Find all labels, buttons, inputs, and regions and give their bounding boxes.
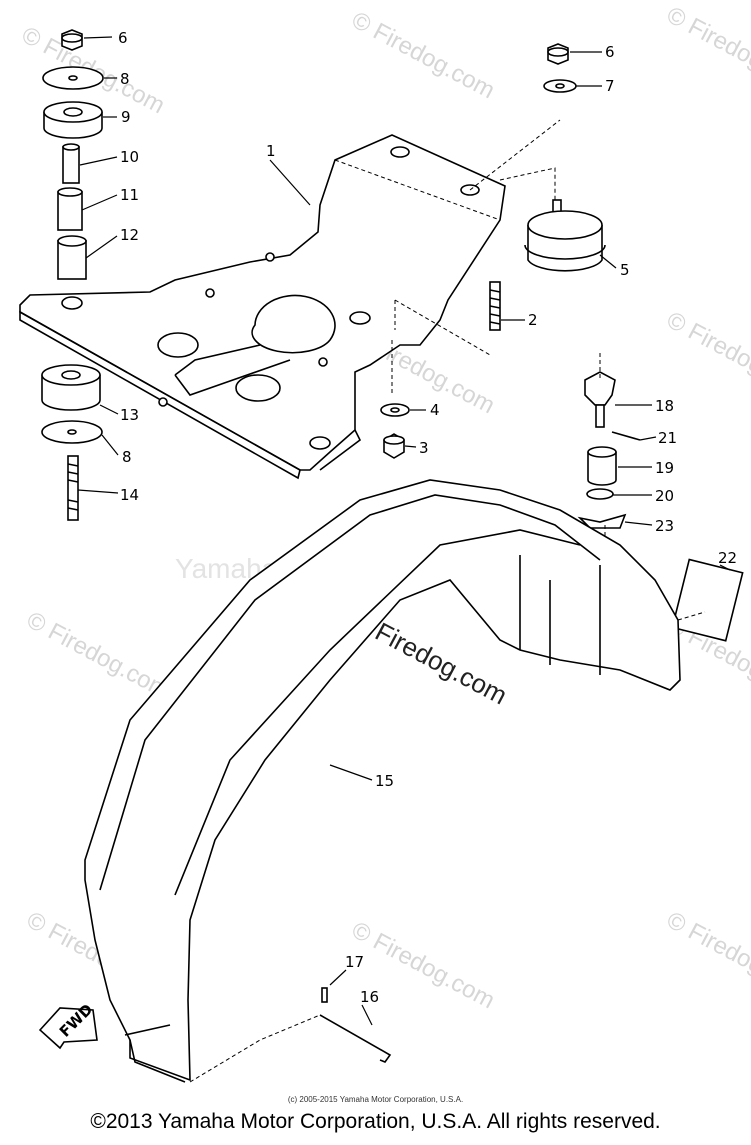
label-10: 10: [120, 148, 139, 166]
label-8-bottom: 8: [122, 448, 132, 466]
watermark-top-right: © Firedog.com: [662, 1, 751, 99]
fender-bolt-clip: [319, 987, 392, 1063]
label-11: 11: [120, 186, 139, 204]
label-7: 7: [605, 77, 615, 95]
label-1: 1: [266, 142, 276, 160]
left-lower-stack: [41, 364, 103, 521]
label-21: 21: [658, 429, 677, 447]
watermark-right-3: © Firedog.com: [662, 906, 751, 1004]
label-6-right: 6: [605, 43, 615, 61]
label-15: 15: [375, 772, 394, 790]
label-12: 12: [120, 226, 139, 244]
label-14: 14: [120, 486, 139, 504]
label-9: 9: [121, 108, 131, 126]
label-13: 13: [120, 406, 139, 424]
label-2: 2: [528, 311, 538, 329]
label-4: 4: [430, 401, 440, 419]
leader-lines: [77, 36, 731, 1083]
watermark-top-mid: © Firedog.com: [347, 6, 499, 104]
label-3: 3: [419, 439, 429, 457]
washer-nut-group: [380, 403, 410, 459]
right-lower-parts: [577, 371, 744, 642]
footer-copyright: ©2013 Yamaha Motor Corporation, U.S.A. A…: [90, 1110, 661, 1133]
part-number-labels: 6 8 9 10 11 12 1 6 7 5 2 4 3 13 8 14 18 …: [118, 29, 737, 1006]
stud-2: [489, 281, 501, 331]
label-17: 17: [345, 953, 364, 971]
label-8-top: 8: [120, 70, 130, 88]
label-16: 16: [360, 988, 379, 1006]
watermark-right-1: © Firedog.com: [662, 306, 751, 404]
left-upper-stack: [42, 29, 104, 280]
label-5: 5: [620, 261, 630, 279]
label-6-left: 6: [118, 29, 128, 47]
right-upper-nut: [543, 43, 577, 93]
label-20: 20: [655, 487, 674, 505]
watermark-left-1: © Firedog.com: [22, 606, 174, 704]
small-copyright: (c) 2005-2015 Yamaha Motor Corporation, …: [287, 1095, 464, 1104]
rear-fender: [84, 479, 681, 1083]
label-19: 19: [655, 459, 674, 477]
engine-mount-plate: [19, 134, 506, 480]
engine-mount-rubber: [524, 199, 606, 272]
label-22: 22: [718, 549, 737, 567]
fwd-arrow-icon: FWD: [38, 1000, 98, 1050]
label-18: 18: [655, 397, 674, 415]
label-23: 23: [655, 517, 674, 535]
